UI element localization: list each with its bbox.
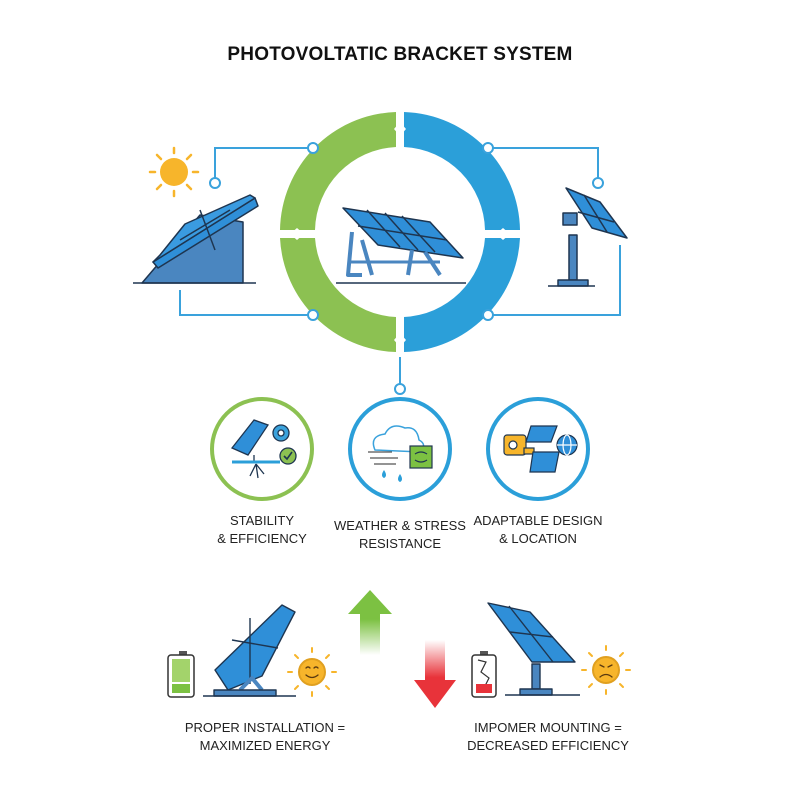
- outcome-label-bad: IMPOMER MOUNTING = DECREASED EFFICIENCY: [448, 719, 648, 755]
- outcome-label-line: IMPOMER MOUNTING =: [474, 720, 622, 735]
- feature-label-adaptable: ADAPTABLE DESIGN & LOCATION: [458, 512, 618, 548]
- feature-label-line: & EFFICIENCY: [217, 531, 307, 546]
- ground-mounted-array-icon: [336, 207, 466, 284]
- feature-label-stability: STABILITY & EFFICIENCY: [192, 512, 332, 548]
- central-ring: [280, 112, 520, 352]
- up-arrow-icon: [348, 590, 392, 655]
- feature-label-line: WEATHER & STRESS: [334, 518, 466, 533]
- battery-full-icon: [167, 651, 195, 698]
- pole-mounted-tracker-icon: [548, 187, 628, 287]
- feature-ring-stability: [210, 397, 314, 501]
- battery-low-icon: [471, 651, 497, 698]
- page-title: PHOTOVOLTATIC BRACKET SYSTEM: [227, 44, 573, 65]
- improper-mounting-panel-icon: [487, 602, 580, 696]
- connector-nodes: [209, 142, 604, 395]
- outcome-label-line: DECREASED EFFICIENCY: [467, 738, 629, 753]
- roof-mounted-panel-icon: [133, 194, 259, 284]
- connector-lines: [179, 147, 621, 387]
- outcome-label-line: PROPER INSTALLATION =: [184, 720, 346, 735]
- outcome-label-good: PROPER INSTALLATION = MAXIMIZED ENERGY: [170, 719, 360, 755]
- feature-label-line: STABILITY: [229, 513, 295, 528]
- sad-sun-icon: [581, 645, 631, 695]
- happy-sun-icon: [287, 647, 337, 697]
- feature-ring-weather: [348, 397, 452, 501]
- feature-label-line: RESISTANCE: [358, 536, 442, 551]
- feature-label-line: & LOCATION: [499, 531, 577, 546]
- down-arrow-icon: [414, 640, 456, 708]
- feature-ring-adaptable: [486, 397, 590, 501]
- sun-icon: [148, 146, 200, 198]
- proper-installation-panel-icon: [203, 604, 296, 697]
- outcome-label-line: MAXIMIZED ENERGY: [199, 738, 331, 753]
- adaptable-icon: [503, 425, 578, 473]
- stability-icon: [230, 419, 297, 479]
- feature-label-line: ADAPTABLE DESIGN: [473, 513, 603, 528]
- feature-label-weather: WEATHER & STRESS RESISTANCE: [320, 517, 480, 553]
- weather-icon: [368, 425, 433, 482]
